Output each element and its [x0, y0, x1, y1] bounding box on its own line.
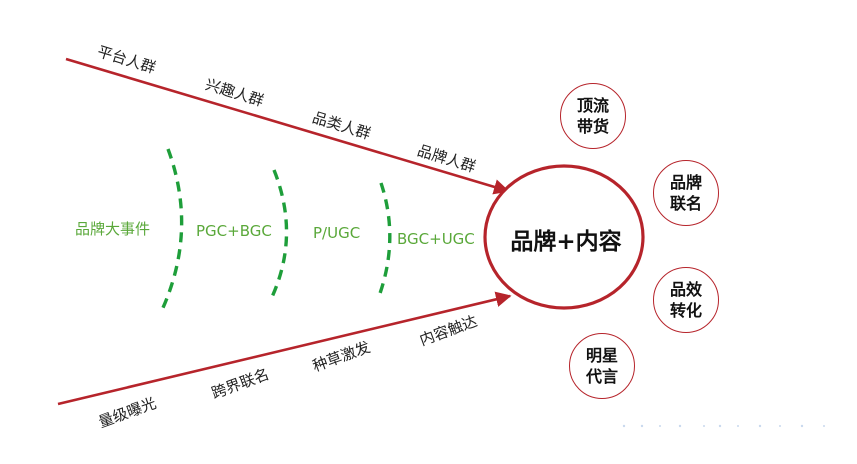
satellite-text-line1: 明星	[585, 346, 618, 365]
satellite-text-line2: 联名	[669, 194, 702, 213]
stage-label-pgc-bgc: PGC+BGC	[196, 222, 272, 240]
stage-divider-2	[270, 169, 289, 298]
satellite-text-line1: 品效	[669, 280, 702, 299]
satellite-text-line2: 转化	[669, 301, 702, 320]
satellite-text-line2: 代言	[585, 367, 618, 386]
center-label: 品牌+内容	[510, 229, 622, 255]
satellite-text-line1: 品牌	[669, 173, 702, 192]
satellite-top-live-commerce: 顶流 带货	[560, 83, 626, 149]
watermark-dots	[622, 424, 825, 428]
satellite-conversion: 品效 转化	[653, 267, 719, 333]
stage-label-p-ugc: P/UGC	[313, 224, 361, 242]
stage-label-bgc-ugc: BGC+UGC	[397, 230, 475, 248]
stage-divider-1	[160, 148, 184, 311]
stage-label-brand-event: 品牌大事件	[75, 220, 151, 238]
satellite-text-line1: 顶流	[576, 96, 609, 115]
top-funnel-arrow	[65, 57, 510, 195]
center-circle	[483, 164, 645, 310]
satellite-text-line2: 带货	[576, 117, 609, 136]
satellite-brand-collab: 品牌 联名	[653, 160, 719, 226]
satellite-celebrity-endorsement: 明星 代言	[569, 333, 635, 399]
stage-divider-3	[376, 182, 392, 300]
bottom-funnel-arrow	[57, 291, 512, 406]
